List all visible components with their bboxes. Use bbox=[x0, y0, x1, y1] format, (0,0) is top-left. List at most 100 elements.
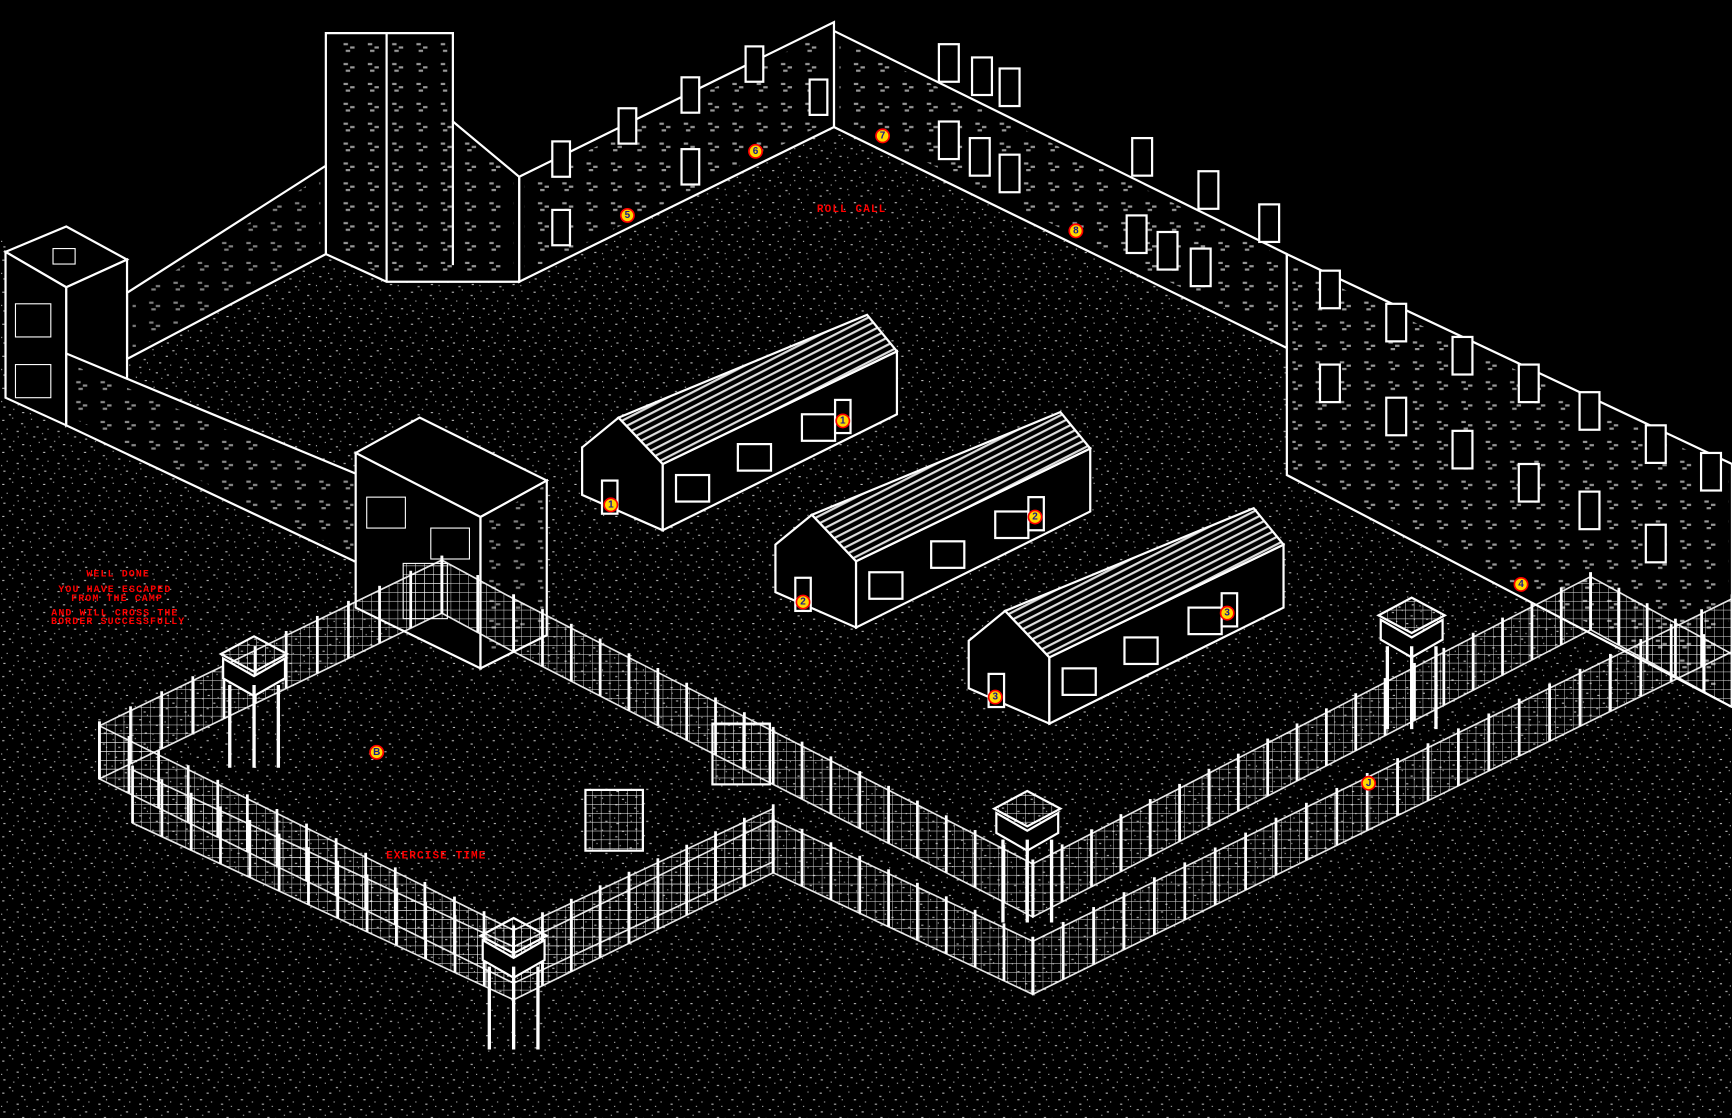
escape-line-2: YOU HAVE ESCAPED bbox=[58, 584, 171, 595]
north-west-building bbox=[518, 20, 836, 284]
marker-label: B bbox=[373, 747, 380, 758]
hut-window bbox=[868, 571, 904, 600]
barred-window bbox=[744, 45, 765, 83]
barred-window bbox=[1385, 396, 1408, 437]
exercise-time-message: EXERCISE TIME bbox=[386, 850, 486, 862]
barred-window bbox=[1517, 462, 1540, 503]
watchtower bbox=[478, 916, 550, 1050]
marker-badge-icon bbox=[835, 413, 851, 429]
marker-label: 6 bbox=[753, 146, 759, 157]
barred-window bbox=[1197, 170, 1220, 210]
marker-badge-icon bbox=[1361, 775, 1377, 791]
marker-badge-icon bbox=[1068, 223, 1084, 239]
barred-window bbox=[1318, 269, 1341, 310]
hut-window bbox=[736, 443, 773, 472]
barred-window bbox=[1699, 451, 1723, 492]
marker-badge-icon bbox=[987, 689, 1003, 705]
barred-window bbox=[1578, 391, 1601, 431]
barred-window bbox=[998, 67, 1021, 108]
barred-window bbox=[1517, 363, 1540, 404]
marker-label: 3 bbox=[1224, 608, 1230, 619]
barred-window bbox=[1156, 230, 1179, 271]
barred-window bbox=[617, 107, 638, 145]
hut-1 bbox=[581, 313, 899, 533]
barred-window bbox=[1385, 302, 1408, 343]
room-marker-building-7: 7 bbox=[875, 128, 891, 144]
hut-3 bbox=[967, 506, 1286, 726]
marker-label: 1 bbox=[608, 499, 614, 510]
barred-window bbox=[937, 43, 960, 83]
hut-window bbox=[994, 510, 1030, 540]
hut-window bbox=[674, 473, 711, 503]
room-marker-hut1-left: 1 bbox=[603, 497, 619, 513]
marker-badge-icon bbox=[1027, 509, 1043, 525]
escape-line-4: AND WILL CROSS THE bbox=[51, 607, 178, 618]
room-marker-building-right: 4 bbox=[1513, 576, 1529, 592]
marker-label: 8 bbox=[1073, 225, 1079, 236]
marker-label: 3 bbox=[992, 692, 998, 703]
escape-line-5: BORDER SUCCESSFULLY bbox=[51, 616, 185, 627]
room-marker-exercise-yard: B bbox=[369, 744, 385, 760]
barred-window bbox=[1451, 335, 1474, 376]
watchtower bbox=[218, 635, 290, 768]
room-marker-hut3-right: 3 bbox=[1219, 605, 1235, 621]
watchtower bbox=[991, 789, 1063, 923]
escape-message: WELL DONE YOU HAVE ESCAPED FROM THE CAMP… bbox=[51, 569, 185, 628]
hut-window bbox=[930, 540, 966, 569]
barred-window bbox=[551, 208, 572, 247]
marker-label: 4 bbox=[1518, 579, 1524, 590]
watchtower-cabin bbox=[481, 938, 546, 979]
watchtower-roof bbox=[991, 789, 1063, 828]
marker-badge-icon bbox=[795, 594, 811, 610]
barred-window bbox=[1644, 424, 1667, 464]
marker-label: J bbox=[1366, 778, 1372, 789]
escape-line-3: FROM THE CAMP bbox=[71, 593, 163, 604]
marker-badge-icon bbox=[875, 128, 891, 144]
watchtower-roof bbox=[1376, 596, 1448, 635]
barred-window bbox=[1258, 203, 1281, 244]
room-marker-east-yard: J bbox=[1361, 775, 1377, 791]
hut-window bbox=[1123, 636, 1159, 666]
barred-window bbox=[808, 78, 829, 116]
marker-badge-icon bbox=[369, 744, 385, 760]
barred-window bbox=[1125, 214, 1148, 255]
hut-roof bbox=[616, 313, 899, 466]
tower bbox=[324, 32, 521, 283]
roll-call-message: ROLL CALL bbox=[817, 204, 887, 216]
watchtower-roof bbox=[478, 916, 550, 955]
barred-window bbox=[1131, 136, 1154, 177]
hut-roof bbox=[809, 410, 1092, 563]
barred-window bbox=[680, 148, 701, 186]
room-marker-building-6: 6 bbox=[748, 143, 763, 159]
room-marker-hut2-right: 2 bbox=[1027, 509, 1043, 525]
barred-window bbox=[1644, 523, 1667, 564]
barred-window bbox=[1578, 490, 1601, 531]
barred-window bbox=[1318, 363, 1341, 404]
watchtower-cabin bbox=[995, 811, 1060, 852]
watchtower-cabin bbox=[1379, 617, 1444, 659]
marker-label: 1 bbox=[840, 415, 846, 426]
barred-window bbox=[1451, 429, 1474, 470]
room-marker-hut1-right: 1 bbox=[835, 413, 851, 429]
hut-window bbox=[1061, 667, 1097, 696]
barred-window bbox=[680, 76, 701, 114]
barred-window bbox=[968, 136, 991, 177]
room-marker-building-5: 5 bbox=[619, 207, 635, 223]
barred-window bbox=[551, 140, 572, 178]
escape-line-1: WELL DONE bbox=[86, 569, 150, 580]
marker-label: 2 bbox=[1032, 512, 1038, 523]
marker-badge-icon bbox=[619, 207, 635, 223]
fence-gate bbox=[584, 788, 644, 852]
room-marker-hut3-left: 3 bbox=[987, 689, 1003, 705]
fence-gate bbox=[711, 722, 772, 786]
hut-roof bbox=[1003, 506, 1286, 659]
room-marker-building-8: 8 bbox=[1068, 223, 1084, 239]
marker-label: 7 bbox=[880, 130, 886, 141]
marker-badge-icon bbox=[1513, 576, 1529, 592]
marker-badge-icon bbox=[603, 497, 619, 513]
room-marker-hut2-left: 2 bbox=[795, 594, 811, 610]
hut-window bbox=[800, 413, 837, 442]
hut-window bbox=[1187, 606, 1223, 636]
watchtower-cabin bbox=[222, 656, 287, 698]
